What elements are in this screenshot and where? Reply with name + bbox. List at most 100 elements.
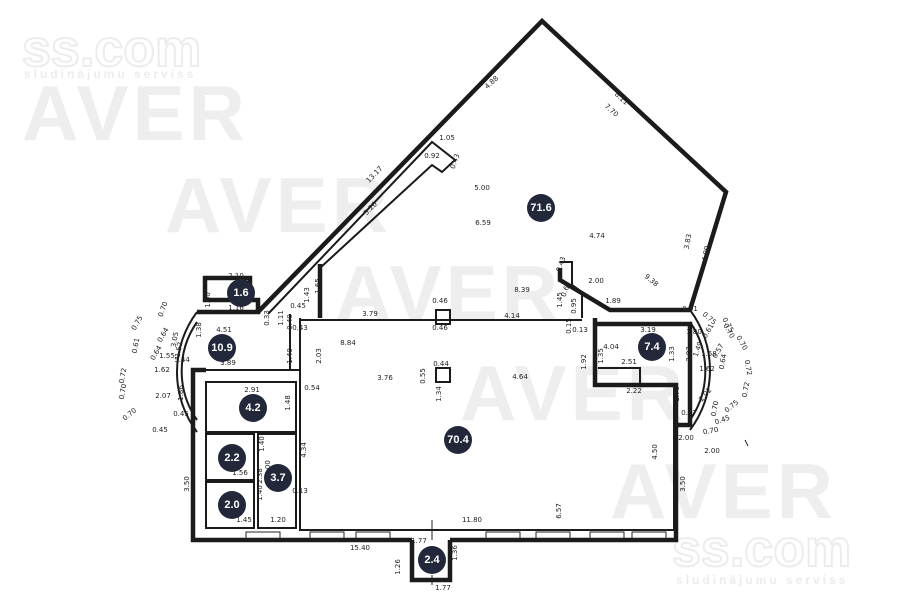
dimension-label: 1.89 (605, 297, 621, 305)
dimension-label: 15.40 (350, 544, 370, 552)
dimension-label: 1.40 (258, 436, 266, 452)
room-10-9-right (290, 318, 301, 371)
dimension-label: 1.26 (394, 559, 402, 575)
dimension-label: 0.75 (723, 398, 740, 414)
room-2-0-wall (205, 481, 255, 529)
dimension-label: 2.38 (256, 468, 264, 484)
dimension-label: 2.22 (626, 387, 642, 395)
column-top (435, 309, 451, 325)
dimension-label: 1.05 (439, 134, 455, 142)
dimension-label: 1.77 (435, 584, 451, 592)
dimension-label: 0.64 (718, 353, 729, 370)
dimension-label: 3.19 (640, 326, 656, 334)
dimension-label: 4.64 (512, 373, 528, 381)
room-area-label: 2.2 (224, 452, 239, 464)
dimension-label: 1.58 (701, 350, 717, 358)
room-3-7-wall (257, 433, 297, 529)
dimension-label: 1.11 (277, 310, 285, 326)
dimension-label: 4.00 (701, 245, 712, 262)
room-badge-4-2: 4.2 (239, 394, 267, 422)
room-10-9-wall (197, 275, 261, 315)
room-badge-3-7: 3.7 (264, 464, 292, 492)
diagonal-inner-wall (267, 140, 457, 315)
dimension-label: 4.34 (300, 442, 308, 458)
room-area-label: 1.6 (233, 287, 248, 299)
dimension-label: 8.84 (340, 339, 356, 347)
dimension-label: 1.20 (270, 516, 286, 524)
dimension-label: 2.03 (315, 348, 323, 364)
watermark-agency-1: AVER (22, 69, 249, 157)
dimension-label: 0.43 (449, 153, 462, 170)
dimension-label: 2.00 (588, 277, 604, 285)
room-badge-2-0: 2.0 (218, 491, 246, 519)
dimension-label: 1.00 (264, 460, 272, 476)
dimension-label: 3.89 (220, 359, 236, 367)
dimension-label: 3.50 (679, 476, 687, 492)
dimension-label: 4.51 (216, 326, 232, 334)
room-7-4-inner (598, 367, 641, 385)
dimension-label: 1.00 (204, 292, 212, 308)
dimension-label: 0.45 (173, 410, 189, 418)
room-area-label: 4.2 (245, 402, 260, 414)
dimension-label: 0.45 (290, 302, 306, 310)
room-area-label: 3.7 (270, 472, 285, 484)
main-hall-right-wall (450, 318, 679, 543)
pentagon-step (560, 261, 583, 318)
dimension-label: 0.43 (292, 324, 308, 332)
dimension-label: 0.64 (156, 326, 171, 344)
room-area-label: 7.4 (644, 341, 660, 353)
dimension-label: 4.14 (504, 312, 520, 320)
dimension-label: 0.72 (118, 367, 129, 384)
dimension-label: 0.40 (286, 314, 294, 330)
dimension-label: 1.35 (597, 348, 605, 364)
column-middle (435, 367, 451, 383)
watermark-agency-4: AVER (460, 349, 687, 437)
dimension-label: 0.45 (152, 426, 168, 434)
room-badge-2-2: 2.2 (218, 444, 246, 472)
watermark-site-top: ss.com (22, 20, 201, 78)
right-bay-inner (689, 321, 707, 421)
dimension-label: 0.70 (157, 301, 170, 318)
dimension-label: 0.46 (432, 297, 448, 305)
dimension-label: 1.70 (673, 386, 681, 402)
dimension-label: 0.46 (432, 324, 448, 332)
room-area-label: 2.4 (424, 554, 440, 566)
dimension-label: 0.70 (710, 400, 721, 417)
dimension-label: 0.70 (702, 426, 719, 437)
dimension-label: 1.40 (256, 485, 264, 501)
left-block-outer (190, 367, 206, 425)
dimension-label: 1.56 (232, 469, 248, 477)
watermark-agency-5: AVER (610, 447, 837, 535)
dimension-label: 3.83 (683, 233, 694, 250)
dimension-label: 1.38 (195, 322, 203, 338)
bottom-windows (245, 531, 667, 540)
dimension-label: 0.92 (424, 152, 440, 160)
dimension-label: 1.92 (580, 354, 588, 370)
dimension-label: 9.38 (643, 272, 660, 288)
room-area-label: 70.4 (447, 434, 469, 446)
dimension-label: 2.51 (621, 358, 637, 366)
dimension-label: 0.70 (118, 383, 129, 400)
dimension-label: 1.65 (314, 278, 322, 294)
compass-mark (744, 439, 749, 447)
vestibule-wall (409, 540, 453, 583)
room-badge-10-9: 10.9 (208, 334, 236, 362)
room-badge-71-6: 71.6 (527, 194, 555, 222)
room-badge-2-4: 2.4 (418, 546, 446, 574)
dimension-label: 6.57 (555, 503, 563, 519)
pentagon-right-inner (557, 268, 690, 313)
watermark-agency-3: AVER (335, 249, 562, 337)
dimension-label: 11.80 (462, 516, 482, 524)
room-badge-1-6: 1.6 (227, 279, 255, 307)
dimension-label: 2.91 (244, 386, 260, 394)
dimension-label: 1.33 (668, 346, 676, 362)
dimension-label: 2.07 (155, 392, 171, 400)
main-hall-bottom-wall (190, 425, 412, 543)
dimension-label: 1.86 (177, 385, 185, 401)
walls (176, 17, 749, 585)
watermark-agency-2: AVER (165, 161, 392, 249)
dimension-label: 1.45 (556, 292, 564, 308)
watermark-tagline-bottom: sludinājumu serviss (676, 573, 848, 587)
dimension-label: 6.59 (475, 219, 491, 227)
dimension-label: 1.52 (174, 341, 185, 358)
